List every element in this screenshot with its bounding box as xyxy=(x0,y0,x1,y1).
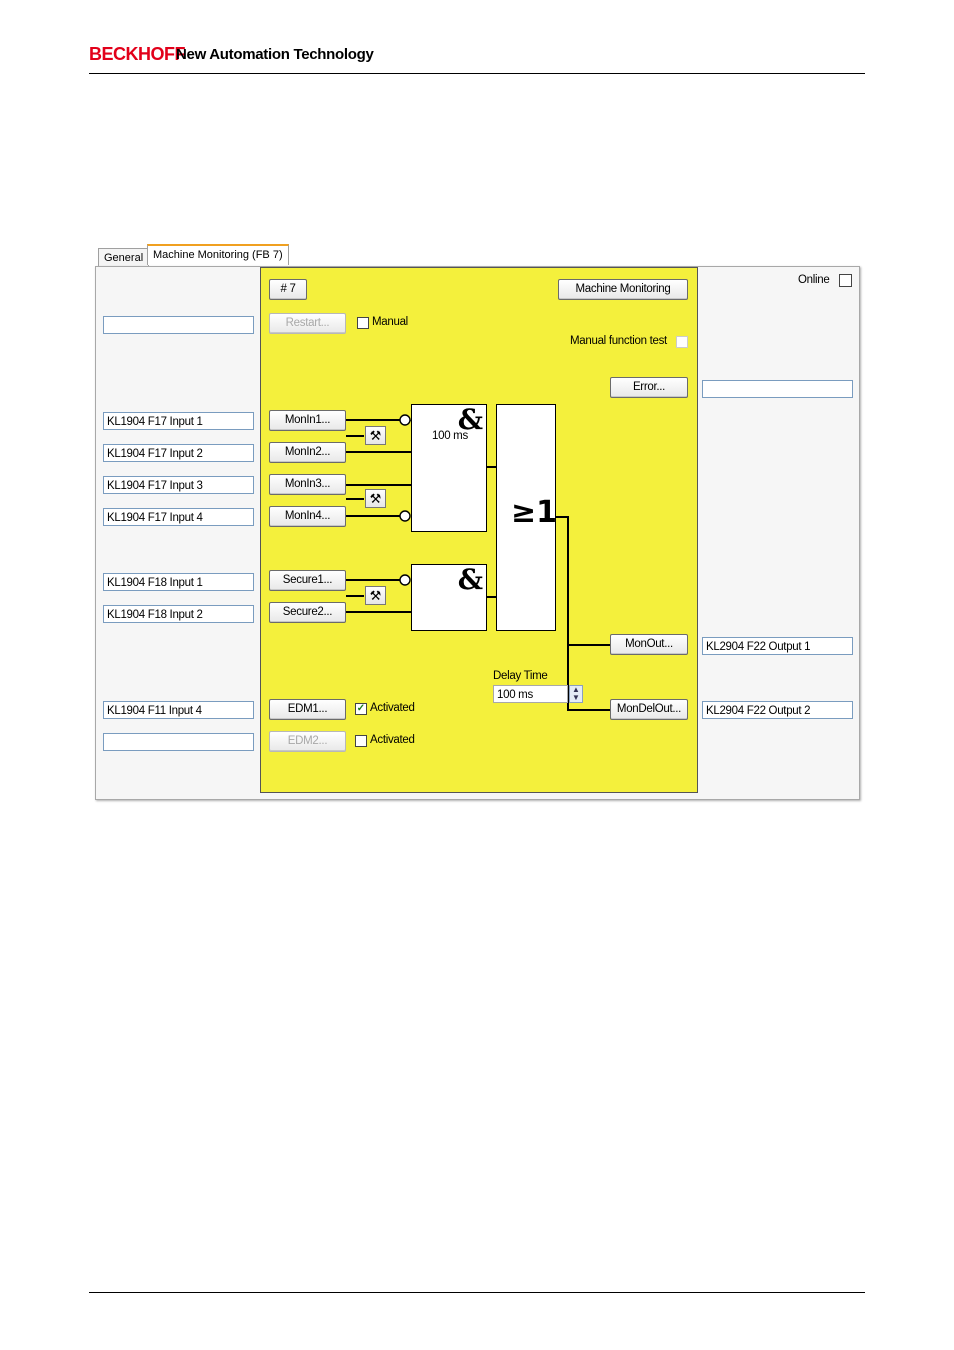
edm2-activated-checkbox[interactable] xyxy=(355,735,367,747)
mondelout-button[interactable]: MonDelOut... xyxy=(610,699,688,720)
restart-input-field[interactable] xyxy=(103,316,254,334)
manual-label: Manual xyxy=(372,316,408,328)
or-symbol: ≥1 xyxy=(511,495,558,530)
brand-logo: BECKHOFF xyxy=(89,44,186,64)
secure1-field[interactable]: KL1904 F18 Input 1 xyxy=(103,573,254,591)
header-rule xyxy=(89,73,865,74)
monin3-button[interactable]: MonIn3... xyxy=(269,474,346,495)
monin2-button[interactable]: MonIn2... xyxy=(269,442,346,463)
monin3-field[interactable]: KL1904 F17 Input 3 xyxy=(103,476,254,494)
footer-rule xyxy=(89,1292,865,1293)
edm2-button[interactable]: EDM2... xyxy=(269,731,346,752)
delay-time-label: Delay Time xyxy=(493,670,548,682)
error-output-field[interactable] xyxy=(702,380,853,398)
tab-machine-monitoring[interactable]: Machine Monitoring (FB 7) xyxy=(147,244,289,265)
hammer-wrench-icon[interactable]: ⚒ xyxy=(365,426,386,445)
secure1-button[interactable]: Secure1... xyxy=(269,570,346,591)
edm1-button[interactable]: EDM1... xyxy=(269,699,346,720)
online-checkbox[interactable] xyxy=(839,274,852,287)
monout-field[interactable]: KL2904 F22 Output 1 xyxy=(702,637,853,655)
wire-or-mondelout xyxy=(556,516,610,711)
monin1-button[interactable]: MonIn1... xyxy=(269,410,346,431)
fb-number-button[interactable]: # 7 xyxy=(269,279,307,300)
edm1-activated-checkbox[interactable]: ✓ xyxy=(355,703,367,715)
monin4-button[interactable]: MonIn4... xyxy=(269,506,346,527)
online-label: Online xyxy=(798,274,830,286)
edm1-activated-label: Activated xyxy=(370,702,415,714)
manual-function-test-checkbox[interactable] xyxy=(676,336,688,348)
and-gate-secure: & xyxy=(411,563,487,631)
and-symbol: & xyxy=(457,403,483,436)
edm2-activated-label: Activated xyxy=(370,734,415,746)
inverter-monin1 xyxy=(399,414,411,426)
monin2-field[interactable]: KL1904 F17 Input 2 xyxy=(103,444,254,462)
discrepancy-time-label: 100 ms xyxy=(432,430,468,442)
hammer-wrench-icon[interactable]: ⚒ xyxy=(365,489,386,508)
inverter-monin4 xyxy=(399,510,411,522)
hammer-wrench-icon[interactable]: ⚒ xyxy=(365,586,386,605)
manual-function-test-label: Manual function test xyxy=(570,335,667,347)
edm1-field[interactable]: KL1904 F11 Input 4 xyxy=(103,701,254,719)
fb-type-button[interactable]: Machine Monitoring xyxy=(558,279,688,300)
and-gate-monitoring: & 100 ms xyxy=(411,403,487,532)
monin4-field[interactable]: KL1904 F17 Input 4 xyxy=(103,508,254,526)
mondelout-field[interactable]: KL2904 F22 Output 2 xyxy=(702,701,853,719)
monout-button[interactable]: MonOut... xyxy=(610,634,688,655)
error-button[interactable]: Error... xyxy=(610,377,688,398)
edm2-field[interactable] xyxy=(103,733,254,751)
up-down-spinner-icon[interactable]: ▲▼ xyxy=(569,685,583,703)
and-symbol-secure: & xyxy=(457,563,483,596)
secure2-button[interactable]: Secure2... xyxy=(269,602,346,623)
checkmark-icon: ✓ xyxy=(356,703,366,714)
or-gate: ≥1 xyxy=(496,404,558,631)
monin1-field[interactable]: KL1904 F17 Input 1 xyxy=(103,412,254,430)
restart-button[interactable]: Restart... xyxy=(269,313,346,334)
delay-time-input[interactable]: 100 ms xyxy=(493,685,568,703)
brand-tagline: New Automation Technology xyxy=(176,46,374,63)
manual-checkbox[interactable] xyxy=(357,317,369,329)
inverter-secure1 xyxy=(399,574,411,586)
secure2-field[interactable]: KL1904 F18 Input 2 xyxy=(103,605,254,623)
